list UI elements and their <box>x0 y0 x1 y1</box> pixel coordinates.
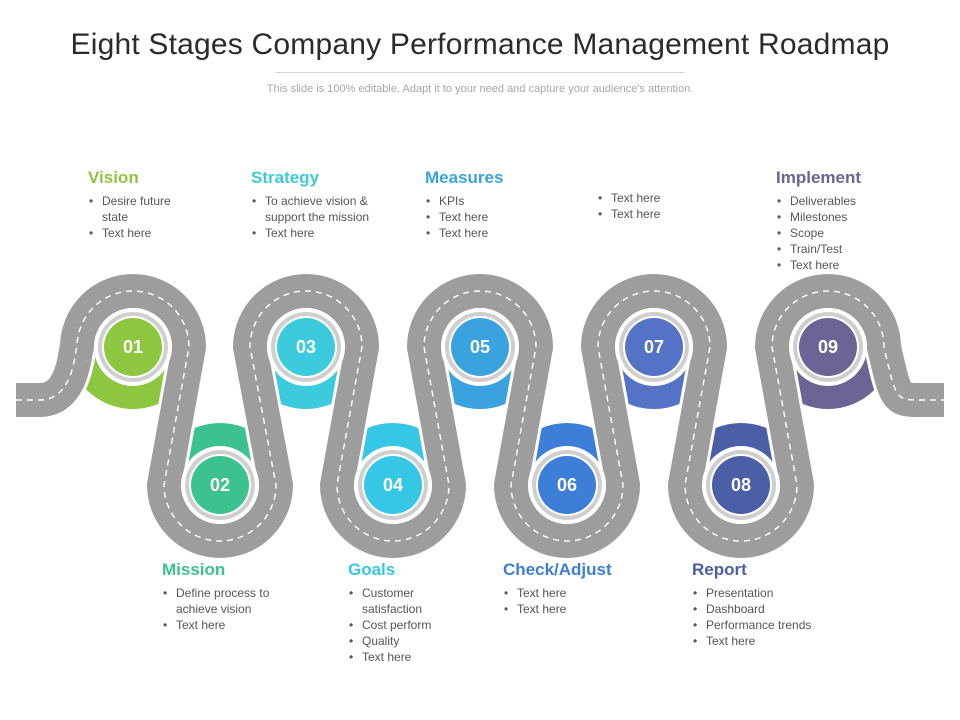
stage-bullet-item: Text here <box>162 617 288 633</box>
stage-node-03: 03 <box>267 308 345 386</box>
stage-node-fill <box>104 318 162 376</box>
stage-bullet-item: KPIs <box>425 193 551 209</box>
stage-node-08: 08 <box>702 446 780 524</box>
stage-node-fill <box>451 318 509 376</box>
stage-title: Measures <box>425 168 504 187</box>
stage-bullet-item: Text here <box>425 225 551 241</box>
stage-number: 07 <box>644 337 664 357</box>
road-centerline <box>16 290 944 542</box>
stage-title: Mission <box>162 560 226 579</box>
stage-number: 06 <box>557 475 577 495</box>
stage-node-fill <box>364 456 422 514</box>
stage-node-fill <box>712 456 770 514</box>
stage-number: 08 <box>731 475 751 495</box>
stage-number: 05 <box>470 337 490 357</box>
stage-bullet-item: Text here <box>597 190 723 206</box>
stage-node-04: 04 <box>354 446 432 524</box>
stage-bullet-item: Cost perform <box>348 617 474 633</box>
stage-node-fill <box>277 318 335 376</box>
stage-number: 04 <box>383 475 403 495</box>
stage-bullets: PresentationDashboardPerformance trendsT… <box>692 585 867 649</box>
stage-bullet-item: Customer satisfaction <box>348 585 474 617</box>
stage-bullet-item: Milestones <box>776 209 902 225</box>
stage-block-03: Strategy To achieve vision & support the … <box>251 168 426 241</box>
stage-bullets: Text hereText here <box>597 190 772 222</box>
stage-title: Strategy <box>251 168 320 187</box>
stage-block-01: VisionDesire future stateText here <box>88 168 263 241</box>
stage-bullets: Define process to achieve visionText her… <box>162 585 337 633</box>
stage-bullet-item: Scope <box>776 225 902 241</box>
stage-bullet-item: Define process to achieve vision <box>162 585 288 617</box>
stage-node-fill <box>799 318 857 376</box>
stage-bullet-item: Text here <box>597 206 723 222</box>
stage-node-fill <box>538 456 596 514</box>
stage-block-07: Text hereText here <box>597 190 772 222</box>
stage-bullet-item: Performance trends <box>692 617 818 633</box>
stage-node-05: 05 <box>441 308 519 386</box>
title-divider <box>275 72 685 73</box>
stage-bullet-item: Text here <box>692 633 818 649</box>
stage-bullet-item: Text here <box>503 601 629 617</box>
stage-title: Check/Adjust <box>503 560 612 579</box>
stage-title: Vision <box>88 168 139 187</box>
stage-number: 03 <box>296 337 316 357</box>
stage-bullet-item: Dashboard <box>692 601 818 617</box>
stage-block-06: Check/AdjustText hereText here <box>503 560 678 617</box>
slide-title: Eight Stages Company Performance Managem… <box>70 28 890 61</box>
stage-block-08: ReportPresentationDashboardPerformance t… <box>692 560 867 649</box>
stage-bullet-item: Quality <box>348 633 474 649</box>
stage-bullets: To achieve vision & support the missionT… <box>251 193 426 241</box>
stage-bullet-item: Deliverables <box>776 193 902 209</box>
stage-bullet-item: Text here <box>503 585 629 601</box>
stage-title: Implement <box>776 168 862 187</box>
stage-nodes: 01 02 03 04 05 06 07 08 09 <box>94 308 867 524</box>
stage-bullet-item: Text here <box>776 257 902 273</box>
stage-block-02: MissionDefine process to achieve visionT… <box>162 560 337 633</box>
stage-title: Goals <box>348 560 396 579</box>
stage-number: 09 <box>818 337 838 357</box>
stage-bullets: KPIsText hereText here <box>425 193 600 241</box>
stage-bullet-item: Text here <box>348 649 474 665</box>
stage-bullets: Customer satisfactionCost performQuality… <box>348 585 523 665</box>
stage-bullets: Desire future stateText here <box>88 193 263 241</box>
stage-block-05: MeasuresKPIsText hereText here <box>425 168 600 241</box>
stage-node-06: 06 <box>528 446 606 524</box>
stage-bullets: Text hereText here <box>503 585 678 617</box>
stage-title: Report <box>692 560 747 579</box>
stage-node-fill <box>625 318 683 376</box>
stage-block-09: ImplementDeliverablesMilestonesScopeTrai… <box>776 168 951 273</box>
stage-bullet-item: Text here <box>425 209 551 225</box>
stage-number: 01 <box>123 337 143 357</box>
stage-node-09: 09 <box>789 308 867 386</box>
stage-node-01: 01 <box>94 308 172 386</box>
stage-node-07: 07 <box>615 308 693 386</box>
stage-bullets: DeliverablesMilestonesScopeTrain/TestTex… <box>776 193 951 273</box>
stage-node-02: 02 <box>181 446 259 524</box>
stage-bullet-item: Desire future state <box>88 193 186 225</box>
stage-number: 02 <box>210 475 230 495</box>
stage-block-04: GoalsCustomer satisfactionCost performQu… <box>348 560 523 665</box>
stage-bullet-item: Text here <box>88 225 186 241</box>
road-path <box>16 271 944 561</box>
stage-bullet-item: To achieve vision & support the mission <box>251 193 377 225</box>
stage-bullet-item: Text here <box>251 225 377 241</box>
stage-node-fill <box>191 456 249 514</box>
slide-subtitle: This slide is 100% editable. Adapt it to… <box>266 83 694 95</box>
stage-bullet-item: Presentation <box>692 585 818 601</box>
stage-bullet-item: Train/Test <box>776 241 902 257</box>
